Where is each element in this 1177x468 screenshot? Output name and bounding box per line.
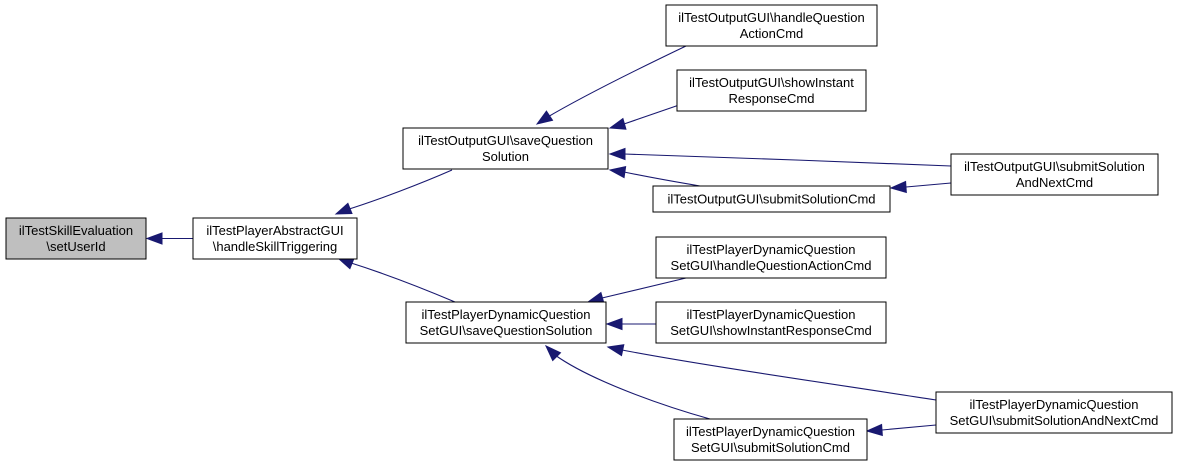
arrowhead xyxy=(865,423,883,437)
arrowhead xyxy=(544,344,562,362)
node-dyn_handleQuestionActionCmd[interactable]: ilTestPlayerDynamicQuestionSetGUI\handle… xyxy=(655,236,887,279)
edge-line xyxy=(601,277,687,299)
edge-out_saveQuestionSolution-to-handleSkillTriggering xyxy=(334,169,453,215)
arrowhead xyxy=(334,202,353,215)
node-dyn_submitSolutionCmd[interactable]: ilTestPlayerDynamicQuestionSetGUI\submit… xyxy=(673,418,868,461)
node-label-line: ilTestOutputGUI\showInstant xyxy=(689,75,854,90)
arrowhead xyxy=(535,110,554,125)
node-out_handleQuestionActionCmd[interactable]: ilTestOutputGUI\handleQuestionActionCmd xyxy=(665,4,878,47)
node-label-line: Solution xyxy=(482,149,529,164)
node-label-line: ilTestOutputGUI\saveQuestion xyxy=(418,133,593,148)
node-box xyxy=(676,69,867,112)
node-box xyxy=(402,127,609,170)
node-dyn_showInstantResponseCmd[interactable]: ilTestPlayerDynamicQuestionSetGUI\showIn… xyxy=(655,301,887,344)
node-dyn_submitSolutionAndNextCmd[interactable]: ilTestPlayerDynamicQuestionSetGUI\submit… xyxy=(935,391,1173,434)
node-label-line: ActionCmd xyxy=(740,26,804,41)
node-box xyxy=(665,4,878,47)
node-label-line: ilTestPlayerDynamicQuestion xyxy=(686,307,855,322)
node-label-line: SetGUI\submitSolutionCmd xyxy=(691,440,850,455)
edge-out_submitSolutionCmd-to-out_saveQuestionSolution xyxy=(608,166,701,187)
edge-out_showInstantResponseCmd-to-out_saveQuestionSolution xyxy=(608,103,683,130)
node-out_saveQuestionSolution[interactable]: ilTestOutputGUI\saveQuestionSolution xyxy=(402,127,609,170)
edge-dyn_submitSolutionAndNextCmd-to-dyn_submitSolutionCmd xyxy=(865,423,937,437)
node-box xyxy=(192,217,358,260)
edge-line xyxy=(545,45,687,119)
node-label-line: SetGUI\saveQuestionSolution xyxy=(420,323,593,338)
edge-dyn_submitSolutionAndNextCmd-to-dyn_saveQuestionSolution xyxy=(606,344,937,401)
node-label-line: ilTestOutputGUI\submitSolution xyxy=(964,159,1145,174)
node-label-line: ilTestOutputGUI\handleQuestion xyxy=(678,10,864,25)
node-box xyxy=(935,391,1173,434)
edge-dyn_showInstantResponseCmd-to-dyn_saveQuestionSolution xyxy=(605,317,656,331)
edge-line xyxy=(623,153,952,167)
arrowhead xyxy=(608,117,627,130)
node-setUserId[interactable]: ilTestSkillEvaluation\setUserId xyxy=(5,217,147,260)
edge-dyn_saveQuestionSolution-to-handleSkillTriggering xyxy=(336,257,456,303)
node-label-line: \handleSkillTriggering xyxy=(213,239,338,254)
arrowhead xyxy=(608,147,626,161)
edge-line xyxy=(554,354,711,420)
nodes-layer: ilTestSkillEvaluation\setUserId ilTestPla… xyxy=(5,4,1173,461)
arrowhead xyxy=(889,180,907,194)
arrowhead xyxy=(605,317,623,331)
node-box xyxy=(655,236,887,279)
edge-out_submitSolutionAndNextCmd-to-out_submitSolutionCmd xyxy=(889,180,952,194)
node-label-line: ResponseCmd xyxy=(729,91,815,106)
edge-line xyxy=(347,261,456,303)
node-out_submitSolutionCmd[interactable]: ilTestOutputGUI\submitSolutionCmd xyxy=(652,185,891,213)
edge-line xyxy=(905,182,952,188)
node-label-line: ilTestPlayerDynamicQuestion xyxy=(969,397,1138,412)
node-label-line: SetGUI\handleQuestionActionCmd xyxy=(671,258,872,273)
edge-handleSkillTriggering-to-setUserId xyxy=(145,232,193,245)
node-box xyxy=(950,153,1159,196)
edge-line xyxy=(623,171,701,187)
node-label-line: ilTestSkillEvaluation xyxy=(19,223,133,238)
edge-line xyxy=(621,349,937,401)
node-out_showInstantResponseCmd[interactable]: ilTestOutputGUI\showInstantResponseCmd xyxy=(676,69,867,112)
arrowhead xyxy=(606,344,625,357)
edge-line xyxy=(345,169,453,211)
node-box xyxy=(5,217,147,260)
edge-out_handleQuestionActionCmd-to-out_saveQuestionSolution xyxy=(535,45,687,125)
node-box xyxy=(673,418,868,461)
node-label-line: SetGUI\submitSolutionAndNextCmd xyxy=(950,413,1159,428)
arrowhead xyxy=(145,232,163,245)
arrowhead xyxy=(336,257,355,270)
node-label-line: SetGUI\showInstantResponseCmd xyxy=(670,323,872,338)
edges-layer xyxy=(145,45,952,437)
node-label-line: ilTestPlayerAbstractGUI xyxy=(206,223,343,238)
node-box xyxy=(655,301,887,344)
node-box xyxy=(405,301,607,344)
edge-out_submitSolutionAndNextCmd-to-out_saveQuestionSolution xyxy=(608,147,952,167)
node-box xyxy=(652,185,891,213)
node-handleSkillTriggering[interactable]: ilTestPlayerAbstractGUI\handleSkillTrigg… xyxy=(192,217,358,260)
edge-line xyxy=(881,424,937,431)
node-label-line: AndNextCmd xyxy=(1016,175,1093,190)
edge-dyn_submitSolutionCmd-to-dyn_saveQuestionSolution xyxy=(544,344,711,420)
node-label-line: ilTestOutputGUI\submitSolutionCmd xyxy=(667,192,875,207)
edge-line xyxy=(623,103,683,125)
node-label-line: ilTestPlayerDynamicQuestion xyxy=(421,307,590,322)
node-label-line: ilTestPlayerDynamicQuestion xyxy=(686,424,855,439)
node-out_submitSolutionAndNextCmd[interactable]: ilTestOutputGUI\submitSolutionAndNextCmd xyxy=(950,153,1159,196)
node-dyn_saveQuestionSolution[interactable]: ilTestPlayerDynamicQuestionSetGUI\saveQu… xyxy=(405,301,607,344)
node-label-line: ilTestPlayerDynamicQuestion xyxy=(686,242,855,257)
arrowhead xyxy=(608,166,627,179)
edge-dyn_handleQuestionActionCmd-to-dyn_saveQuestionSolution xyxy=(586,277,687,304)
node-label-line: \setUserId xyxy=(46,239,105,254)
